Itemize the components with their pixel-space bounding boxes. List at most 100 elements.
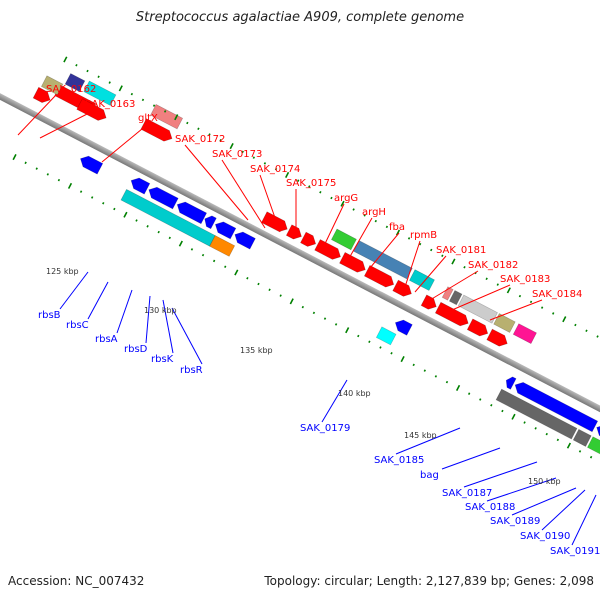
- gene-SAK_0179[interactable]: [375, 326, 397, 346]
- tick-mark: [157, 230, 160, 234]
- tick-mark: [118, 85, 123, 92]
- tick-mark: [479, 398, 482, 401]
- gene-bag[interactable]: [495, 388, 578, 440]
- cds-fwd[interactable]: [363, 264, 396, 289]
- tick-mark: [123, 211, 128, 218]
- cds-fwd[interactable]: [140, 118, 175, 144]
- gene-label-rbsD[interactable]: rbsD: [124, 344, 148, 355]
- tick-mark: [455, 384, 461, 391]
- gene-label-SAK_0183[interactable]: SAK_0183: [500, 274, 550, 285]
- label-leader-line: [414, 255, 447, 293]
- cds-rev[interactable]: [512, 380, 599, 433]
- gene-label-SAK_0173[interactable]: SAK_0173: [212, 149, 262, 160]
- gene-label-rbsA[interactable]: rbsA: [95, 334, 118, 345]
- gene-fba[interactable]: [409, 269, 435, 291]
- gene-label-SAK_0187[interactable]: SAK_0187: [442, 488, 492, 499]
- label-leader-line: [221, 159, 266, 229]
- tick-mark: [418, 242, 422, 246]
- cds-rev[interactable]: [128, 175, 151, 195]
- tick-mark: [490, 403, 493, 407]
- gene-label-SAK_0181[interactable]: SAK_0181: [436, 245, 486, 256]
- gene-label-SAK_0189[interactable]: SAK_0189: [490, 516, 540, 527]
- cds-rev[interactable]: [174, 199, 208, 225]
- tick-mark: [312, 311, 316, 315]
- gene-label-SAK_0191[interactable]: SAK_0191: [550, 546, 600, 557]
- tick-mark: [485, 277, 488, 281]
- tick-mark: [323, 317, 327, 320]
- cds-rev[interactable]: [232, 229, 256, 250]
- gene-label-argG[interactable]: argG: [334, 193, 358, 204]
- tick-mark: [352, 208, 355, 211]
- gene-label-rpmB[interactable]: rpmB: [410, 230, 437, 241]
- topology-text: Topology: circular; Length: 2,127,839 bp…: [264, 574, 594, 588]
- gene-label-gltX[interactable]: gltX: [138, 113, 158, 124]
- cds-rev[interactable]: [594, 422, 600, 439]
- gene-label-SAK_0162[interactable]: SAK_0162: [46, 84, 96, 95]
- gene-cds[interactable]: [83, 80, 117, 106]
- label-leader-line: [441, 447, 501, 470]
- cds-fwd[interactable]: [300, 231, 318, 249]
- tick-mark: [190, 248, 194, 251]
- gene-SAK_0188[interactable]: [587, 436, 600, 460]
- gene-label-SAK_0188[interactable]: SAK_0188: [465, 502, 515, 513]
- gene-label-rbsC[interactable]: rbsC: [66, 320, 89, 331]
- tick-mark: [334, 323, 338, 326]
- tick-mark: [589, 455, 593, 459]
- gene-label-rbsK[interactable]: rbsK: [151, 354, 174, 365]
- gene-label-bag[interactable]: bag: [420, 470, 439, 481]
- gene-label-SAK_0190[interactable]: SAK_0190: [520, 531, 570, 542]
- cds-rev[interactable]: [393, 317, 413, 336]
- gene-label-SAK_0175[interactable]: SAK_0175: [286, 178, 336, 189]
- gene-label-SAK_0182[interactable]: SAK_0182: [468, 260, 518, 271]
- label-leader-line: [171, 307, 203, 365]
- gene-label-SAK_0163[interactable]: SAK_0163: [85, 99, 135, 110]
- cds-fwd[interactable]: [392, 279, 415, 299]
- cds-fwd[interactable]: [466, 318, 490, 339]
- label-leader-line: [321, 203, 345, 251]
- cds-rev[interactable]: [78, 153, 104, 175]
- cds-fwd[interactable]: [420, 294, 439, 312]
- cds-rev[interactable]: [213, 219, 237, 240]
- label-leader-line: [145, 295, 151, 344]
- tick-mark: [79, 190, 83, 193]
- gene-label-fba[interactable]: fba: [389, 222, 405, 233]
- cds-fwd[interactable]: [339, 252, 369, 275]
- tick-mark: [141, 98, 145, 102]
- gene-label-SAK_0174[interactable]: SAK_0174: [250, 164, 300, 175]
- gene-label-rbsR[interactable]: rbsR: [180, 365, 203, 376]
- tick-mark: [174, 114, 179, 121]
- cds-rev[interactable]: [503, 375, 517, 390]
- gene-SAK_0181[interactable]: [448, 290, 463, 306]
- gene-gltX[interactable]: [150, 104, 184, 130]
- cds-fwd[interactable]: [434, 301, 471, 328]
- cds-fwd[interactable]: [32, 86, 53, 105]
- cds-rev[interactable]: [146, 184, 179, 210]
- gene-rbsR[interactable]: [209, 235, 236, 257]
- gene-label-rbsB[interactable]: rbsB: [38, 310, 61, 321]
- tick-mark: [12, 154, 17, 161]
- tick-mark: [75, 63, 78, 67]
- gene-label-SAK_0179[interactable]: SAK_0179: [300, 423, 350, 434]
- label-leader-line: [429, 270, 479, 301]
- tick-mark: [511, 413, 516, 420]
- gene-rpmB[interactable]: [441, 286, 454, 301]
- gene-SAK_0187[interactable]: [572, 428, 592, 447]
- cds-fwd[interactable]: [486, 328, 510, 349]
- cds-fwd[interactable]: [314, 239, 344, 263]
- cds-fwd[interactable]: [76, 98, 109, 123]
- gene-SAK_0182[interactable]: [457, 294, 498, 324]
- gene-label-SAK_0185[interactable]: SAK_0185: [374, 455, 424, 466]
- tick-mark: [224, 265, 227, 268]
- gene-label-argH[interactable]: argH: [362, 207, 386, 218]
- cds-fwd[interactable]: [285, 224, 304, 242]
- tick-mark: [241, 150, 244, 154]
- gene-label-SAK_0172[interactable]: SAK_0172: [175, 134, 225, 145]
- cds-rev[interactable]: [202, 214, 217, 230]
- gene-misc[interactable]: [64, 73, 86, 92]
- gene-SAK_0174[interactable]: [330, 228, 357, 251]
- gene-label-SAK_0184[interactable]: SAK_0184: [532, 289, 582, 300]
- gene-SAK_0184[interactable]: [512, 323, 537, 344]
- gene-SAK_0183[interactable]: [493, 313, 516, 333]
- gene-misc[interactable]: [40, 75, 64, 96]
- cds-fwd[interactable]: [261, 211, 290, 235]
